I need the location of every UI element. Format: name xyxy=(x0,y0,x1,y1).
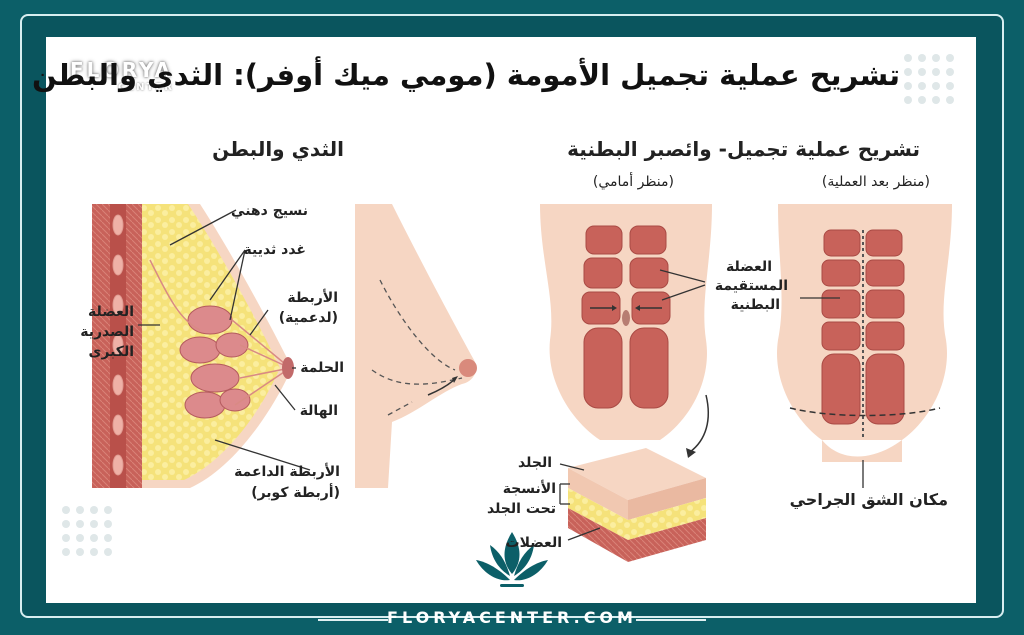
brand-logo: FLORYA xyxy=(70,58,174,82)
label-rectus-muscle-3: البطنية xyxy=(730,297,780,313)
tissue-layers-block xyxy=(559,448,706,562)
label-subcutaneous-2: تحت الجلد xyxy=(487,501,556,517)
layers-callout-arrow xyxy=(686,394,709,458)
page-title: تشريح عملية تجميل الأمومة (مومي ميك أوفر… xyxy=(31,58,900,92)
label-pectoral-muscle-2: الصدرية xyxy=(80,324,134,340)
label-mammary-glands: غدد ثديية xyxy=(243,242,306,258)
label-rectus-muscle-2: المستقيمة xyxy=(714,278,788,294)
lotus-logo xyxy=(476,532,548,587)
label-support-ligaments: الأربطة الداعمة xyxy=(234,464,340,480)
label-pectoral-muscle-3: الكبرى xyxy=(88,344,134,360)
front-view-caption: (منظر أمامي) xyxy=(592,174,674,190)
abdomen-pointer-lines xyxy=(659,269,840,301)
label-fatty-tissue: نسيج دهني xyxy=(231,203,308,219)
label-rectus-muscle-1: العضلة xyxy=(726,259,772,275)
label-pectoral-muscle-1: العضلة xyxy=(88,304,134,320)
label-areola: الهالة xyxy=(299,403,338,419)
abdomen-section-heading: تشريح عملية تجميل- وائصبر البطنية xyxy=(567,137,920,161)
decorative-dots-top-right xyxy=(904,54,954,104)
breast-cross-section xyxy=(92,204,294,488)
breast-pointer-lines xyxy=(138,209,311,471)
label-cooper-ligaments: (أربطة كوبر) xyxy=(251,485,340,501)
abdomen-before xyxy=(540,204,712,440)
label-incision-site: مكان الشق الجراحي xyxy=(789,490,948,509)
footer-divider-left xyxy=(318,619,388,621)
abdomen-after xyxy=(777,204,952,488)
after-view-caption: (منظر بعد العملية) xyxy=(821,174,930,190)
decorative-dots-bottom-left xyxy=(62,506,112,556)
label-subcutaneous-1: الأنسجة xyxy=(502,481,556,497)
footer-website: FLORYACENTER.COM xyxy=(387,608,637,627)
breast-side-view xyxy=(355,204,477,488)
label-muscle-layer: العضلات xyxy=(505,535,562,551)
label-ligaments-note: (لدعمية) xyxy=(278,310,338,326)
label-skin-layer: الجلد xyxy=(518,455,552,471)
label-nipple: الحلمة xyxy=(300,360,344,376)
footer-divider-right xyxy=(636,619,706,621)
label-ligaments: الأربطة xyxy=(287,290,338,306)
breast-section-heading: الثدي والبطن xyxy=(212,137,344,161)
brand-logo-subtitle: CENTER xyxy=(118,82,174,93)
